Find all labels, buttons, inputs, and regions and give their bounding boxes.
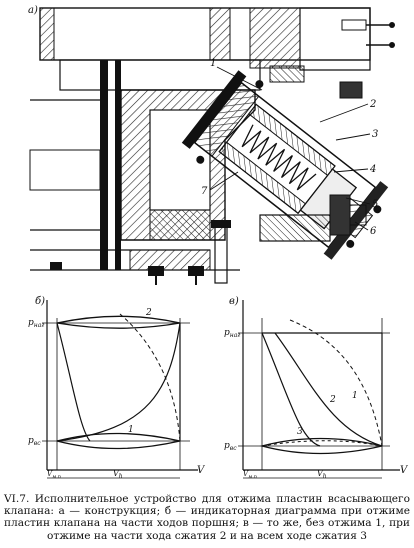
valve-actuator-drawing: а) [28,5,395,285]
part-label-6: 6 [370,226,377,237]
p-vs-label-b: pвс [28,436,41,447]
curve-b-label-2: 2 [145,308,152,318]
panel-a-label: а) [28,5,38,16]
v-m-label-c: Vм.п [243,470,257,480]
curve-c-label-3: 3 [297,427,303,437]
v-h-label-b: Vh [113,469,123,480]
curve-c-label-2: 2 [329,395,336,405]
curve-c-label-1: 1 [352,391,358,401]
curve-b-label-1: 1 [128,425,134,435]
panel-b-label: б) [35,296,45,307]
p-vs-label-c: pвс [224,441,237,452]
axis-v-label-c: V [400,465,409,476]
p-nag-label-b: pнаг [28,318,44,329]
figure-caption: VI.7. Исполнительное устройство для отжи… [4,493,410,542]
v-h-label-c: Vh [317,469,327,480]
indicator-diagram-c: в) V pнаг pвс 1 2 3 Vм.п Vh [224,296,409,480]
part-label-4: 4 [369,164,376,175]
v-m-label-b: Vм.п [47,470,61,480]
panel-c-label: в) [229,296,239,307]
axis-v-label-b: V [197,465,206,476]
indicator-diagram-b: б) V pнаг pвс 2 1 Vм.п Vh [28,296,206,480]
part-label-7: 7 [201,186,208,197]
part-label-2: 2 [369,99,376,110]
part-label-1: 1 [210,58,216,69]
p-nag-label-c: pнаг [224,328,240,339]
part-label-3: 3 [372,129,378,140]
part-label-5: 5 [372,199,378,210]
